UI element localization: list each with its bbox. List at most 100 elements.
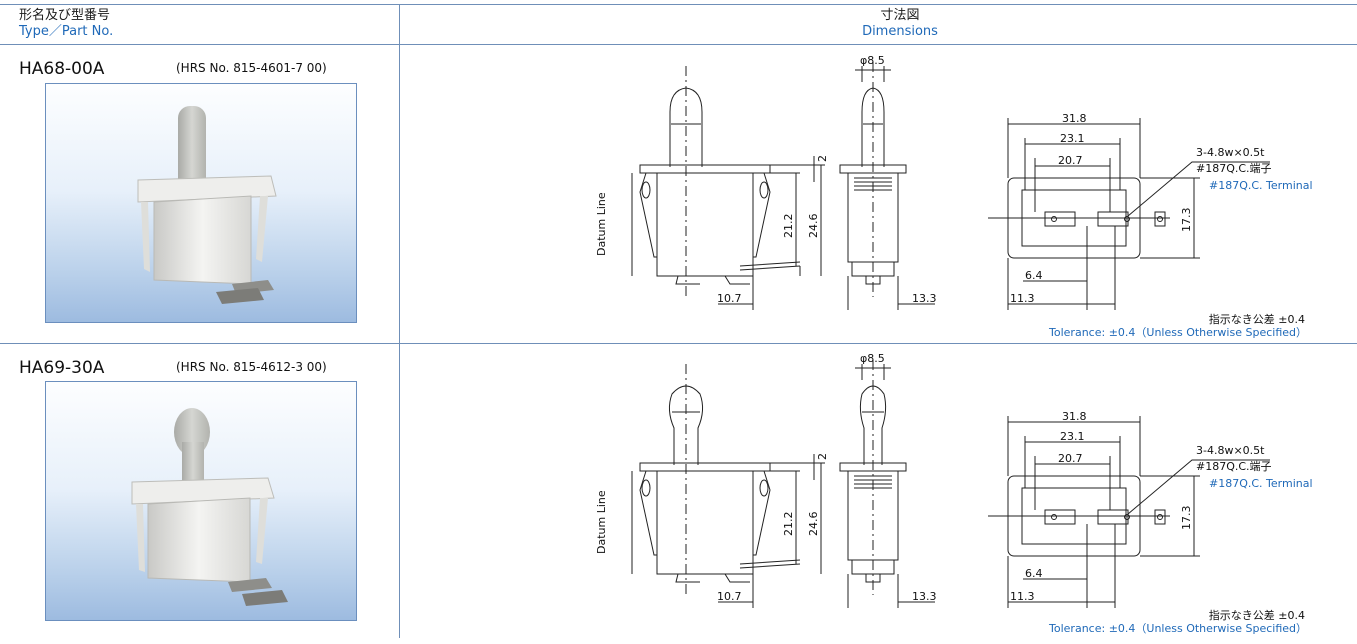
datum-line-label: Datum Line <box>595 192 608 256</box>
dim-label-2: 2 <box>816 453 829 460</box>
side-terminal-tab <box>865 573 881 583</box>
body-shape <box>147 497 251 583</box>
terminal-leader <box>1127 161 1270 217</box>
dim-label-phi: φ8.5 <box>860 54 885 67</box>
q-c-terminal <box>1154 211 1166 227</box>
plunger-outline <box>669 87 703 167</box>
dim-label-107: 10.7 <box>717 590 742 603</box>
terminal-size-label: 3-4.8w×0.5t <box>1196 146 1265 159</box>
body-outline <box>656 173 754 277</box>
dimension-drawing: φ8.5 2 21.2 24.6 Datum Line 10.7 13.3 31… <box>590 52 1330 346</box>
dim-label-173: 17.3 <box>1180 208 1193 233</box>
side-plunger-outline <box>861 87 885 167</box>
terminal-en-label: #187Q.C. Terminal <box>1209 477 1313 490</box>
right-latch-tip <box>759 181 769 199</box>
left-latch-shape <box>136 504 145 572</box>
dim-label-246: 24.6 <box>807 214 820 239</box>
part-type: HA68-00A <box>19 59 105 79</box>
left-latch-tip <box>641 181 651 199</box>
terminal-hole <box>1124 216 1130 222</box>
dim-label-64: 6.4 <box>1025 567 1043 580</box>
column-divider-rule <box>399 4 400 638</box>
dim-label-212: 21.2 <box>782 512 795 537</box>
dim-label-phi: φ8.5 <box>860 352 885 365</box>
dim-label-113: 11.3 <box>1010 292 1035 305</box>
dim-label-2: 2 <box>816 155 829 162</box>
row-divider-rule <box>0 343 1357 344</box>
body-outline <box>656 471 754 575</box>
table-top-rule <box>0 4 1357 5</box>
dimensions-header-en: Dimensions <box>862 24 938 39</box>
terminal-hole <box>1157 216 1163 222</box>
terminal-size-label: 3-4.8w×0.5t <box>1196 444 1265 457</box>
side-ribs <box>854 475 892 489</box>
dimension-drawing: φ8.5 2 21.2 24.6 Datum Line 10.7 13.3 31… <box>590 350 1330 644</box>
side-terminal <box>739 559 801 569</box>
plunger-shape <box>182 442 204 492</box>
terminal-shape <box>242 590 288 606</box>
dim-label-231: 23.1 <box>1060 430 1085 443</box>
dim-label-231: 23.1 <box>1060 132 1085 145</box>
terminal-hole <box>1124 514 1130 520</box>
type-header-jp: 形名及び型番号 <box>19 8 111 23</box>
left-latch <box>639 470 657 556</box>
product-photo <box>45 381 357 621</box>
tolerance-jp: 指示なき公差 ±0.4 <box>1208 609 1305 622</box>
flange-shape <box>137 175 277 203</box>
side-terminal-tab <box>865 275 881 285</box>
part-type: HA69-30A <box>19 358 105 378</box>
dim-label-64: 6.4 <box>1025 269 1043 282</box>
hrs-number: (HRS No. 815-4612-3 00) <box>176 360 327 374</box>
left-latch <box>639 172 657 258</box>
side-body <box>847 471 899 561</box>
dim-label-246: 24.6 <box>807 512 820 537</box>
q-c-terminal <box>1044 509 1076 525</box>
dim-label-212: 21.2 <box>782 214 795 239</box>
side-flange <box>839 164 907 174</box>
dim-label-318: 31.8 <box>1062 410 1087 423</box>
dim-label-133: 13.3 <box>912 590 937 603</box>
dim-label-133: 13.3 <box>912 292 937 305</box>
side-flange <box>839 462 907 472</box>
flange-outline <box>639 164 771 174</box>
dim-label-318: 31.8 <box>1062 112 1087 125</box>
knob-plunger-outline <box>668 385 704 465</box>
terminal-hole <box>1051 514 1057 520</box>
right-latch-shape <box>256 196 268 262</box>
right-latch <box>753 172 771 258</box>
tolerance-en: Tolerance: ±0.4（Unless Otherwise Specifi… <box>1049 326 1307 339</box>
terminal-jp-label: #187Q.C.端子 <box>1196 162 1272 175</box>
terminal-leader <box>1127 459 1270 515</box>
flange-shape <box>131 477 275 505</box>
dim-label-107: 10.7 <box>717 292 742 305</box>
dim-label-207: 20.7 <box>1058 452 1083 465</box>
right-latch <box>753 470 771 556</box>
terminal-hole <box>1157 514 1163 520</box>
product-photo <box>45 83 357 323</box>
terminal-shape <box>228 578 272 592</box>
side-knob-outline <box>859 385 887 465</box>
terminal-hole <box>1051 216 1057 222</box>
body-shape <box>153 195 252 285</box>
left-latch-tip <box>641 479 651 497</box>
right-latch-tip <box>759 479 769 497</box>
dim-label-173: 17.3 <box>1180 506 1193 531</box>
datum-line-label: Datum Line <box>595 490 608 554</box>
flange-outline <box>639 462 771 472</box>
q-c-terminal <box>1097 211 1129 227</box>
tolerance-en: Tolerance: ±0.4（Unless Otherwise Specifi… <box>1049 622 1307 635</box>
type-header-en: Type／Part No. <box>19 24 114 39</box>
left-latch-shape <box>141 202 150 272</box>
header-bottom-rule <box>0 44 1357 45</box>
terminal-shape <box>216 288 264 304</box>
q-c-terminal <box>1044 211 1076 227</box>
tolerance-jp: 指示なき公差 ±0.4 <box>1208 313 1305 326</box>
q-c-terminal <box>1097 509 1129 525</box>
terminal-jp-label: #187Q.C.端子 <box>1196 460 1272 473</box>
side-body <box>847 173 899 263</box>
right-latch-shape <box>256 498 268 564</box>
side-ribs <box>854 177 892 191</box>
side-terminal <box>739 261 801 271</box>
bottom-terminals <box>675 275 750 285</box>
